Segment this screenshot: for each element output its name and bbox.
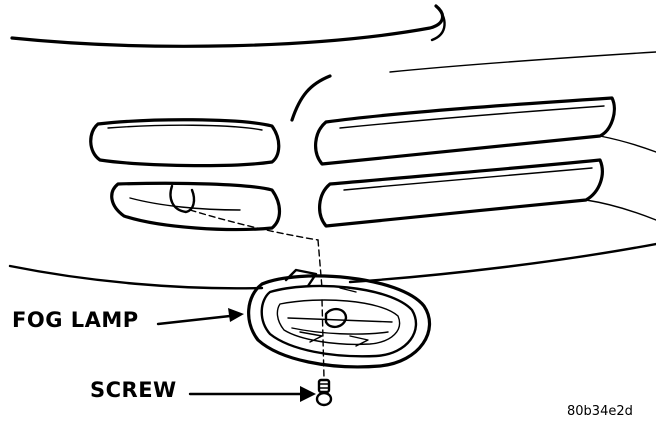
bumper-top-line <box>290 51 656 122</box>
bumper-lower-edge <box>8 242 656 290</box>
figure-id: 80b34e2d <box>567 404 633 419</box>
fog-lamp-label: FOG LAMP <box>12 308 139 332</box>
screw-leader-arrow <box>188 386 316 402</box>
screw-label: SCREW <box>90 378 177 402</box>
alignment-dashed-lines <box>189 209 325 379</box>
hood-outline <box>10 4 446 48</box>
screw <box>315 378 333 407</box>
grille-opening-lower-right <box>318 158 656 228</box>
grille-opening-lower-left <box>110 181 282 232</box>
fog-lamp-assembly <box>247 268 431 369</box>
fog-lamp-leader-arrow <box>156 308 244 326</box>
grille-opening-upper-right <box>314 96 656 166</box>
grille-opening-upper-left <box>89 118 281 168</box>
